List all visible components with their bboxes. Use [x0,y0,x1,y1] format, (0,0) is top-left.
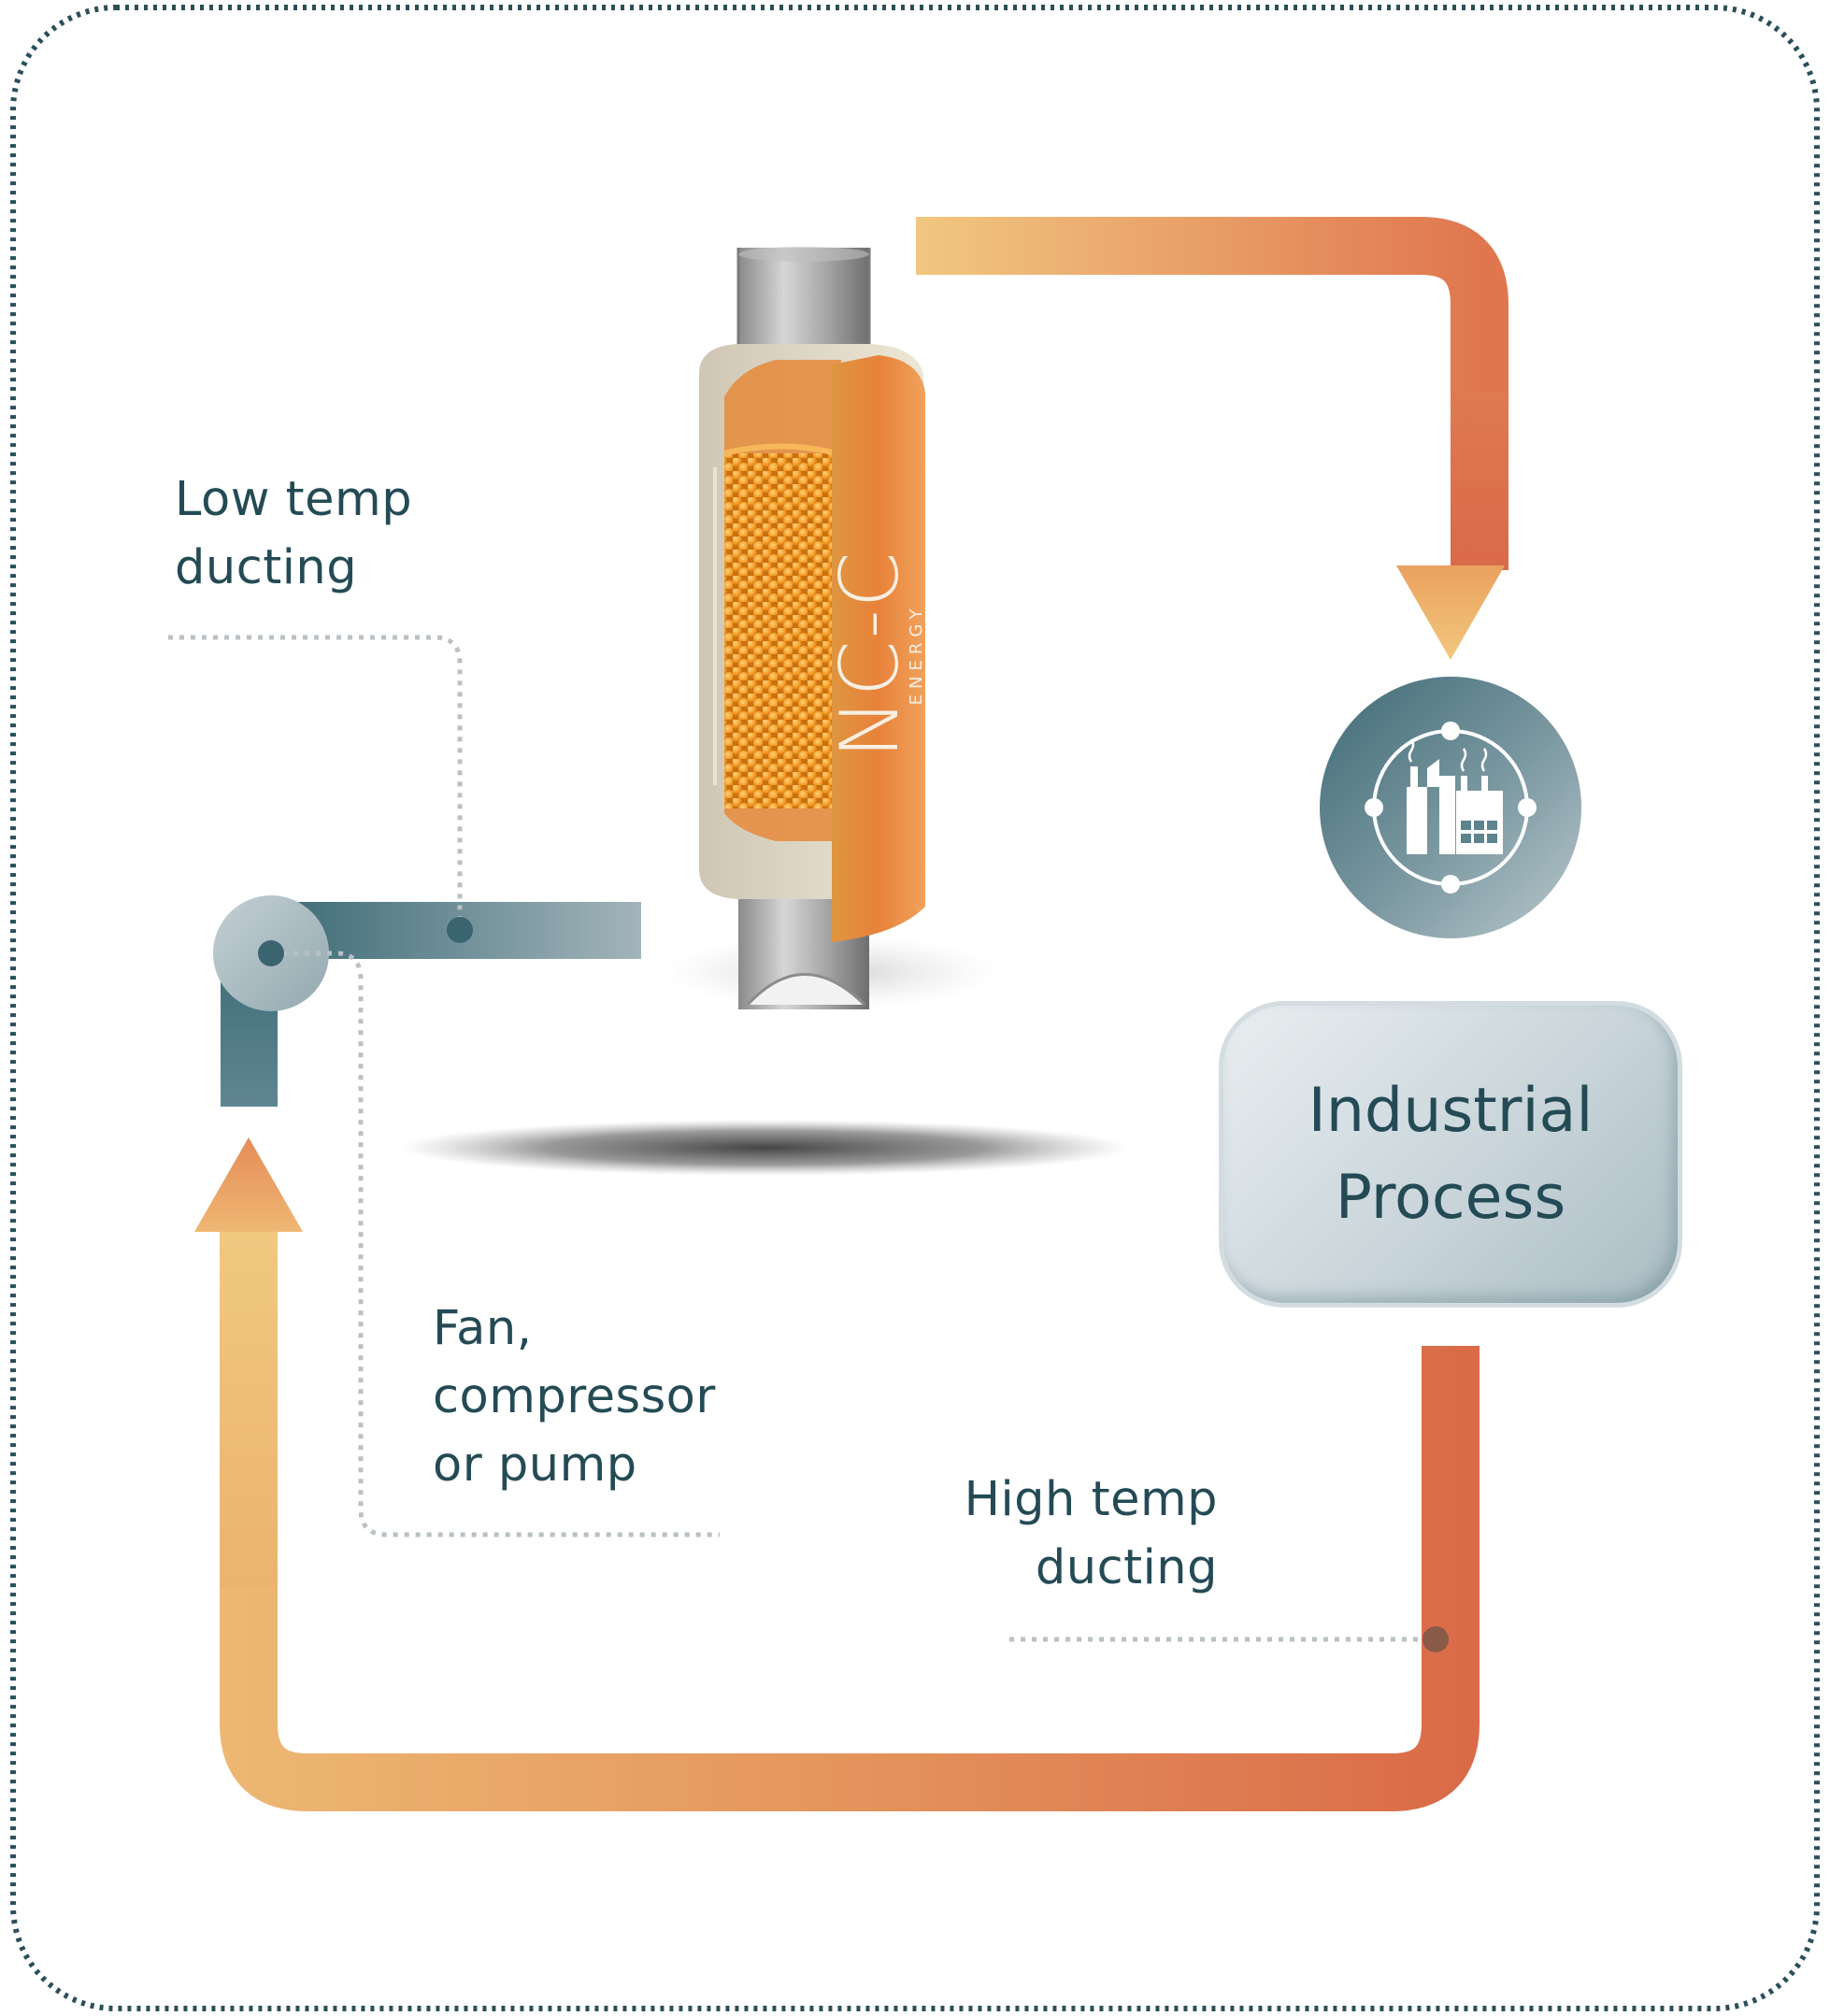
arrow-down-icon [1396,565,1505,660]
dotted-frame-border [10,5,1820,2011]
fan-leader [271,951,720,1537]
svg-text:ENERGY: ENERGY [907,604,926,706]
industrial-process-label: Industrial Process [1308,1076,1594,1233]
hot-return-duct [220,1232,1480,1811]
hot-outlet-duct [916,217,1508,570]
leader-lines [168,635,1435,1642]
brand-logo: NC-C ENERGY [823,550,926,758]
floor-shadow [400,1120,1129,1176]
fan-compressor-pump-label: Fan, compressor or pump [433,1301,716,1493]
low-temp-duct [213,895,641,1107]
low-temp-ducting-label: Low temp ducting [175,472,413,595]
industrial-process-box: Industrial Process [1219,1001,1682,1308]
factory-icon [1320,677,1581,938]
thermal-storage-unit [699,247,925,1009]
svg-text:NC-C: NC-C [823,550,917,758]
fan-marker [258,940,284,966]
high-temp-marker [1423,1626,1449,1652]
low-temp-marker [447,917,473,943]
arrow-up-icon [194,1137,303,1232]
high-temp-ducting-label: High temp ducting [964,1472,1218,1595]
low-temp-leader [168,635,463,930]
